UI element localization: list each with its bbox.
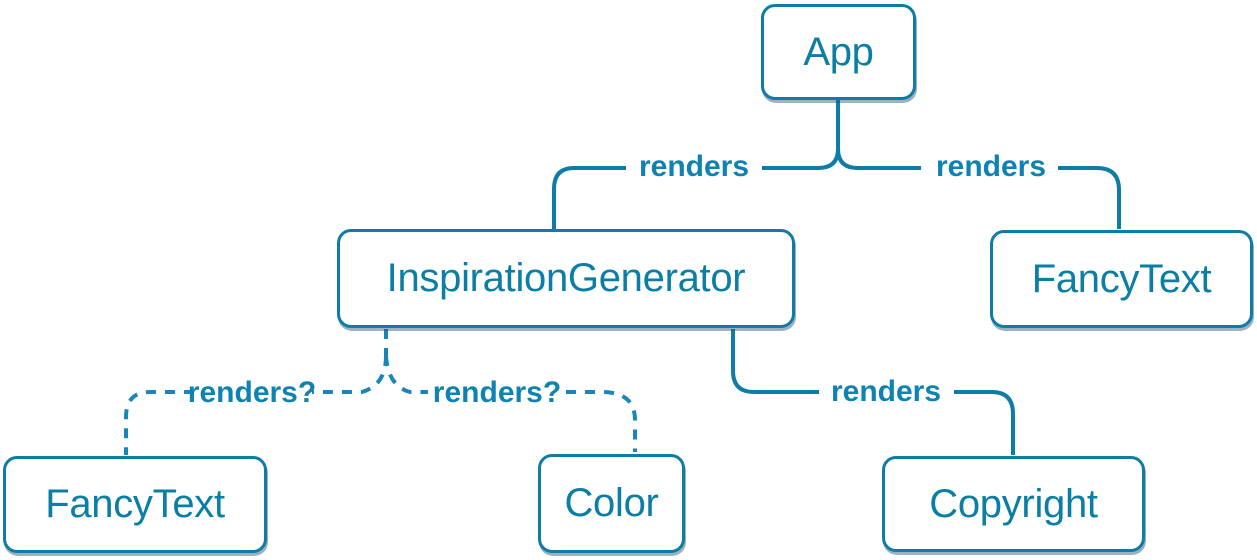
edge-label-renders-question-inspirationgenerator-fancytext: renders? <box>187 376 317 409</box>
edge-inspirationgenerator-copyright-path <box>731 329 1015 455</box>
edge-label-renders-app-fancytext: renders <box>935 150 1047 183</box>
edge-label-renders-question-inspirationgenerator-color: renders? <box>432 376 562 409</box>
node-app: App <box>761 4 916 100</box>
edge-label-renders-inspirationgenerator-copyright: renders <box>830 375 942 408</box>
node-inspiration-generator: InspirationGenerator <box>337 229 795 328</box>
node-copyright-label: Copyright <box>929 481 1098 526</box>
node-color-label: Color <box>564 481 659 525</box>
node-app-label: App <box>803 29 874 74</box>
node-fancytext-bottom: FancyText <box>3 456 267 553</box>
edge-label-renders-app-inspirationgenerator: renders <box>638 150 750 183</box>
node-copyright: Copyright <box>882 456 1145 552</box>
node-fancytext-bottom-label: FancyText <box>45 482 225 526</box>
edge-inspirationgenerator-color-path <box>384 355 637 452</box>
node-color: Color <box>538 454 685 553</box>
node-fancytext-top: FancyText <box>990 230 1253 328</box>
edge-app-fancytext-path <box>836 148 1121 229</box>
node-fancytext-top-label: FancyText <box>1031 256 1212 301</box>
node-inspiration-generator-label: InspirationGenerator <box>386 256 746 300</box>
